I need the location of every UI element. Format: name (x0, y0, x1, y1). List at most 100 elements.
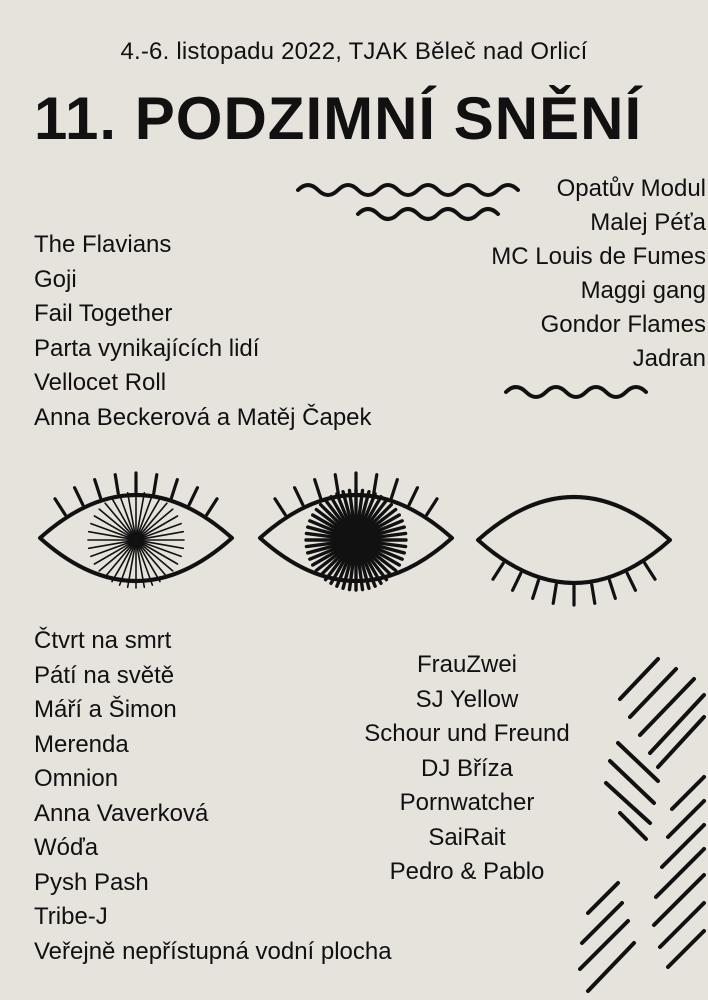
lineup-top-left: The Flavians Goji Fail Together Parta vy… (34, 228, 372, 435)
eye-line (138, 508, 174, 539)
eye-line (590, 582, 597, 605)
artist-name: Tribe-J (34, 903, 108, 930)
eye-line (98, 541, 134, 572)
eye-line (53, 497, 67, 517)
eye-line (329, 543, 355, 586)
eye-line (358, 542, 394, 578)
wave-line-right (504, 385, 648, 399)
eye-line (356, 492, 377, 537)
artist-name: Pátí na světě (34, 661, 175, 689)
eye-line (360, 525, 406, 541)
artist-name: Gondor Flames (540, 311, 706, 338)
eye-line (90, 522, 134, 540)
eye-line (355, 544, 365, 592)
eye-line (625, 571, 638, 592)
artist-name: Maggi gang (580, 277, 706, 304)
event-date-location: 4.-6. listopadu 2022, TJAK Běleč nad Orl… (120, 38, 588, 65)
open-eye-icon (38, 471, 234, 589)
eye-line (137, 497, 161, 538)
eye-line (113, 473, 120, 496)
artist-name: Schour und Freund (364, 720, 570, 747)
eye-line (138, 541, 179, 565)
eye-line (138, 515, 179, 539)
eye-line (314, 541, 353, 573)
eye-line (491, 561, 505, 581)
eye-line (510, 571, 523, 592)
eye-line (111, 497, 135, 538)
artist-name: FrauZwei (416, 651, 518, 678)
eye-line (93, 478, 103, 500)
eye-line (137, 542, 168, 578)
eye-line (104, 502, 135, 538)
eye-line (135, 543, 146, 589)
eye-line (138, 540, 182, 558)
eye-line (104, 542, 135, 578)
eye-line (72, 486, 85, 507)
wave-lines-top (296, 183, 520, 221)
open-eye-icon (258, 471, 454, 592)
artist-name: SJ Yellow (415, 685, 519, 713)
eye-line (138, 541, 174, 572)
eye-line (139, 530, 185, 541)
eye-line (136, 542, 154, 586)
eye-line (551, 582, 558, 605)
eye-line (318, 502, 354, 538)
eye-line (323, 543, 355, 582)
eye-line (358, 502, 394, 538)
artist-name: Opatův Modul (556, 175, 706, 202)
eye-line (355, 490, 371, 536)
eye-line (304, 531, 352, 541)
eye-line (90, 540, 134, 558)
eye-line (357, 543, 389, 582)
eye-line (357, 494, 383, 537)
eye-line (335, 543, 356, 588)
eye-line (273, 497, 287, 517)
artist-name: Máří a Šimon (34, 696, 177, 723)
eye-line (407, 486, 420, 507)
eye-line (356, 543, 377, 588)
artist-name: Pornwatcher (399, 789, 535, 816)
eye-line (347, 488, 357, 536)
artist-name: Goji (34, 265, 77, 293)
artist-name: Veřejně nepřístupná vodní plocha (34, 937, 392, 965)
eye-line (306, 539, 352, 555)
artist-name: Anna Beckerová a Matěj Čapek (34, 403, 372, 431)
eye-line (138, 522, 182, 540)
eye-line (152, 473, 159, 496)
closed-eye-icon (476, 495, 672, 607)
eye-line (341, 490, 357, 536)
eye-line (98, 508, 134, 539)
artist-name: Jadran (632, 345, 706, 372)
eye-line (355, 544, 371, 590)
eye-line (169, 478, 179, 500)
eye-line (607, 578, 617, 600)
eye-line (308, 540, 353, 561)
lineup-bottom-right: FrauZwei SJ Yellow Schour und Freund DJ … (342, 648, 592, 890)
eye-line (359, 513, 402, 539)
eye-line (355, 488, 365, 536)
eye-line (87, 530, 133, 541)
eye-line (137, 502, 168, 538)
artist-name: SaiRait (428, 823, 506, 851)
eye-line (360, 539, 408, 549)
eye-line (304, 539, 352, 549)
eye-line (137, 542, 161, 583)
artist-name: DJ Bříza (420, 754, 513, 782)
artist-name: Vellocet Roll (34, 369, 167, 396)
eye-line (306, 525, 352, 541)
eye-line (292, 486, 305, 507)
eye-line (111, 542, 135, 583)
eye-line (136, 494, 154, 538)
eye-line (360, 531, 408, 541)
eye-line (135, 491, 146, 537)
artist-name: Parta vynikajících lidí (34, 334, 260, 362)
eye-line (335, 492, 356, 537)
artist-name: Anna Vaverková (34, 799, 209, 827)
eye-line (310, 513, 353, 539)
lineup-top-right: Opatův Modul Malej Péťa MC Louis de Fume… (491, 172, 706, 376)
eye-line (359, 541, 398, 573)
eye-line (126, 543, 137, 589)
eye-line (359, 541, 402, 567)
eye-line (314, 507, 353, 539)
eye-line (93, 515, 134, 539)
